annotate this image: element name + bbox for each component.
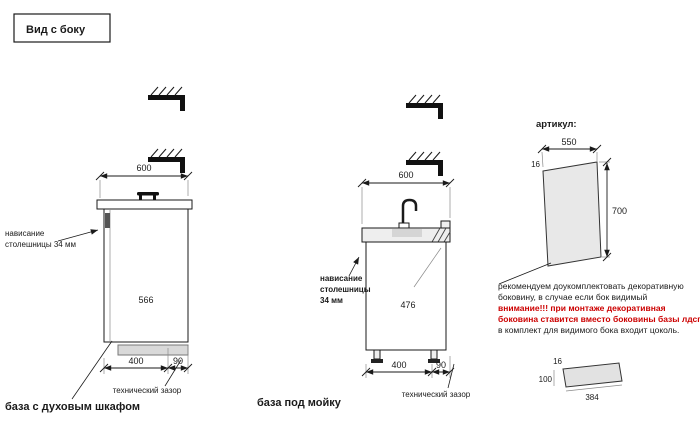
plinth-shape [562, 362, 623, 388]
dim-top-value: 600 [136, 163, 151, 173]
dim-width-value: 550 [561, 137, 576, 147]
dim-bottom-front-value: 400 [391, 360, 406, 370]
dim-thickness-value: 16 [531, 160, 540, 169]
plinth-strip [117, 344, 189, 356]
title-box: Вид с боку [13, 13, 111, 43]
oven-base-drawing: 600 нависание столешницы 34 мм 566 [5, 86, 193, 413]
technical-gap-label: технический зазор [402, 363, 471, 399]
note-line-2: боковину, в случае если бок видимый [498, 292, 647, 302]
wall-bracket-icon [406, 94, 443, 119]
decorative-panel-section: артикул: 550 16 700 рекомендуем доукомпл… [498, 119, 700, 402]
overhang-text-3: 34 мм [320, 296, 343, 305]
warning-line-2: боковина ставится вместо боковины базы л… [498, 314, 700, 324]
dimension-top: 600 [357, 170, 455, 224]
cabinet-leg [428, 349, 440, 363]
dim-inner-value: 476 [400, 300, 415, 310]
dimension-bottom: 400 90 [99, 346, 193, 374]
overhang-text-2: столешницы 34 мм [5, 240, 76, 249]
dimension-bottom: 400 90 [361, 356, 455, 378]
dim-bottom-front-value: 400 [128, 356, 143, 366]
cabinet-body [103, 208, 189, 343]
wall-bracket-icon [148, 86, 185, 111]
plinth-detail: 100 16 384 [539, 357, 623, 402]
dim-height-value: 700 [612, 206, 627, 216]
gap-text: технический зазор [402, 390, 471, 399]
dimension-panel-width: 550 [537, 137, 602, 168]
sink-base-caption: база под мойку [257, 397, 342, 409]
dimension-top: 600 [95, 163, 193, 198]
note-line-1: рекомендуем доукомплектовать декоративну… [498, 281, 684, 291]
sink-bowl [392, 229, 422, 237]
panel-note-block: рекомендуем доукомплектовать декоративну… [498, 262, 700, 335]
wall-bracket-icon [148, 148, 185, 173]
gap-text: технический зазор [113, 386, 182, 395]
cabinet-leg [371, 349, 383, 363]
oven-control-detail [105, 213, 110, 228]
plinth-height-value: 100 [539, 375, 553, 384]
oven-base-caption: база с духовым шкафом [5, 401, 140, 413]
dim-bottom-gap-value: 90 [436, 360, 446, 370]
overhang-text-1: нависание [320, 274, 363, 283]
dim-top-value: 600 [398, 170, 413, 180]
plinth-length-value: 384 [585, 393, 599, 402]
page-title: Вид с боку [26, 24, 86, 36]
countertop [96, 199, 193, 210]
overhang-label: нависание столешницы 34 мм [5, 229, 99, 249]
overhang-label: нависание столешницы 34 мм [320, 256, 371, 305]
note-line-3: в комплект для видимого бока входит цоко… [498, 325, 679, 335]
dim-inner-value: 566 [138, 295, 153, 305]
sink-base-drawing: 600 476 нависание столешницы 34 мм [257, 94, 471, 409]
warning-line-1: внимание!!! при монтаже декоративная [498, 303, 666, 313]
wall-bracket-icon [406, 151, 443, 176]
article-label: артикул: [536, 119, 577, 130]
caption-leader [71, 340, 113, 400]
handle-icon [137, 192, 159, 200]
countertop-slab [361, 220, 451, 243]
overhang-text-1: нависание [5, 229, 45, 238]
plinth-thickness-value: 16 [553, 357, 562, 366]
backsplash [440, 220, 451, 229]
decorative-side-panel [542, 161, 602, 267]
faucet-icon [398, 198, 418, 229]
dim-bottom-gap-value: 90 [173, 356, 183, 366]
side-panel-leader [413, 247, 442, 288]
overhang-text-2: столешницы [320, 285, 371, 294]
dimension-panel-height: 700 [599, 157, 627, 262]
technical-gap-label: технический зазор [113, 359, 182, 395]
